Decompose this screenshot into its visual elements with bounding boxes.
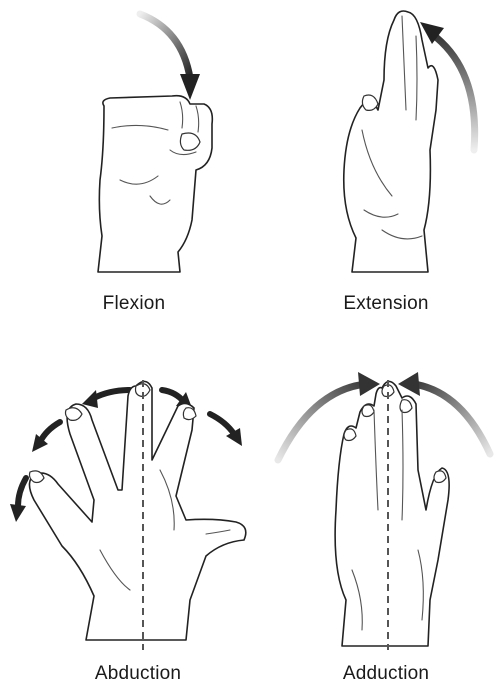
fist xyxy=(98,96,212,272)
thumb-nail xyxy=(434,471,446,483)
abduction-arrow-ring xyxy=(210,414,234,434)
abduction-illustration xyxy=(0,350,252,689)
abduction-label: Abduction xyxy=(38,663,238,685)
extension-panel: Extension xyxy=(252,0,504,330)
flexion-illustration xyxy=(0,0,252,330)
adduction-arrowhead-right xyxy=(398,372,420,396)
extension-illustration xyxy=(252,0,504,330)
little-nail xyxy=(344,429,356,441)
adduction-label: Adduction xyxy=(286,663,486,685)
adduction-illustration xyxy=(252,350,504,689)
flexion-arrow xyxy=(140,14,190,78)
abduction-arrow-index xyxy=(40,422,60,442)
abduction-panel: Abduction xyxy=(0,350,252,689)
flexion-panel: Flexion xyxy=(0,0,252,330)
index-nail xyxy=(362,405,374,417)
abduction-arrow-thumb xyxy=(18,478,26,506)
raised-hand xyxy=(344,11,438,272)
flexion-label: Flexion xyxy=(34,293,234,315)
adduction-arrow-right xyxy=(414,384,490,454)
closed-hand xyxy=(335,381,449,646)
extension-arrow xyxy=(432,34,475,150)
thumb-nail xyxy=(362,95,378,110)
extension-label: Extension xyxy=(286,293,486,315)
adduction-panel: Adduction xyxy=(252,350,504,689)
abduction-arrow-middle-left xyxy=(94,390,130,398)
